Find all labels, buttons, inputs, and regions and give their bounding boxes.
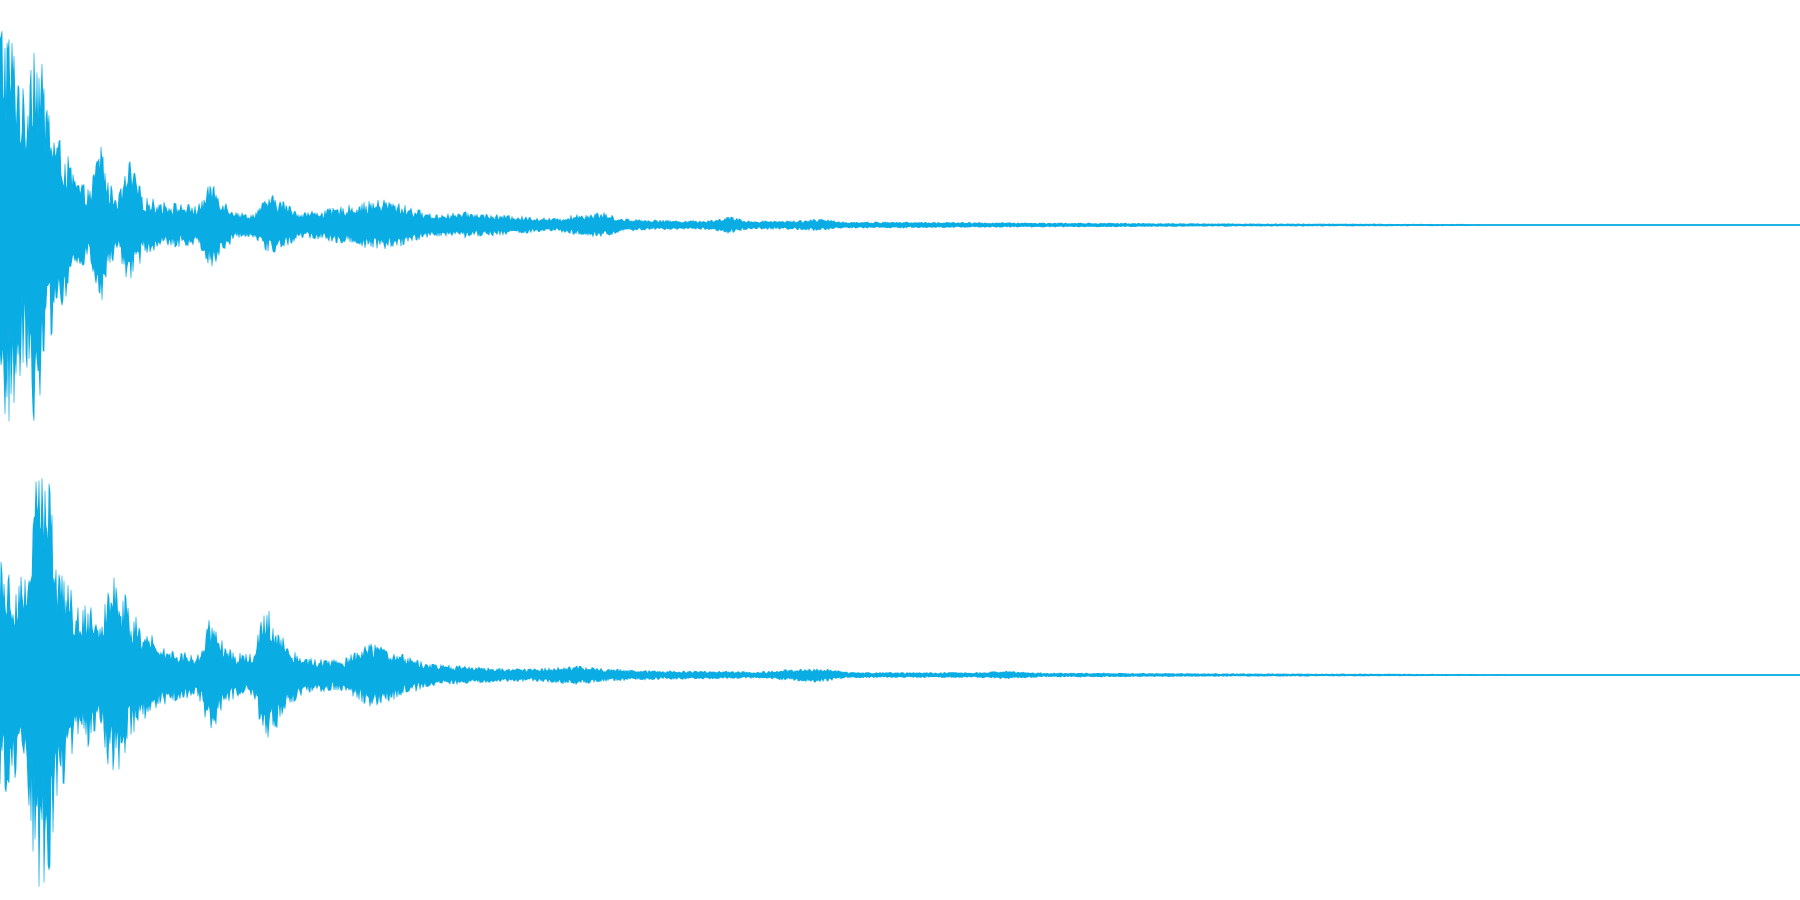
channel-2-waveform [0, 478, 1800, 887]
channel-1-wave-shape [0, 31, 1800, 422]
channel-1-waveform [0, 31, 1800, 422]
channel-2-wave-shape [0, 478, 1800, 887]
